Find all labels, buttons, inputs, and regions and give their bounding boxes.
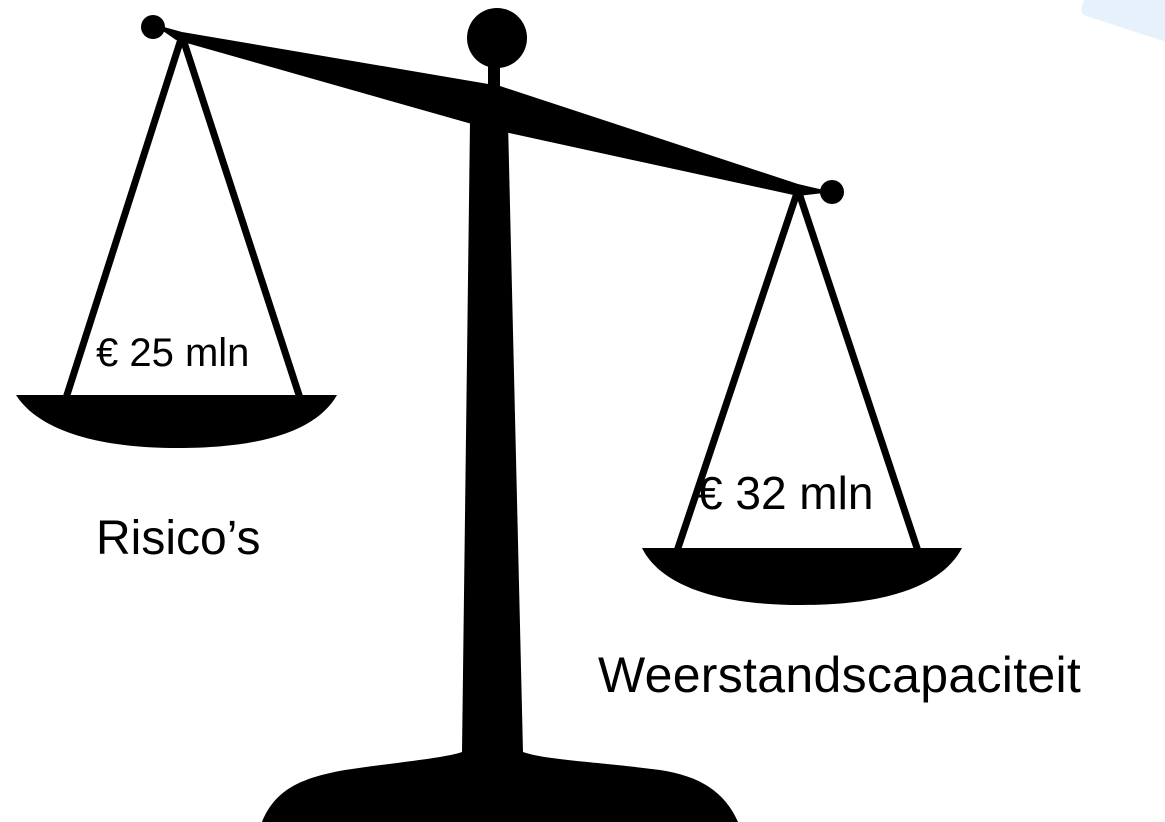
right-pan-string: [794, 188, 922, 553]
left-pan: [16, 395, 337, 448]
scale-beam: [153, 24, 832, 196]
scale-base: [262, 122, 738, 822]
right-pan-string: [673, 188, 802, 553]
right-pan-caption: Weerstandscapaciteit: [598, 647, 1082, 703]
left-pan-caption: Risico’s: [96, 512, 261, 565]
scale-top-knob: [467, 8, 527, 68]
right-pan-value: € 32 mln: [697, 467, 874, 519]
beam-right-end-icon: [820, 180, 844, 204]
right-pan: [642, 548, 962, 605]
left-pan-string: [62, 34, 186, 400]
left-pan-value: € 25 mln: [96, 331, 250, 375]
beam-left-end-icon: [141, 15, 165, 39]
left-pan-string: [178, 34, 304, 400]
